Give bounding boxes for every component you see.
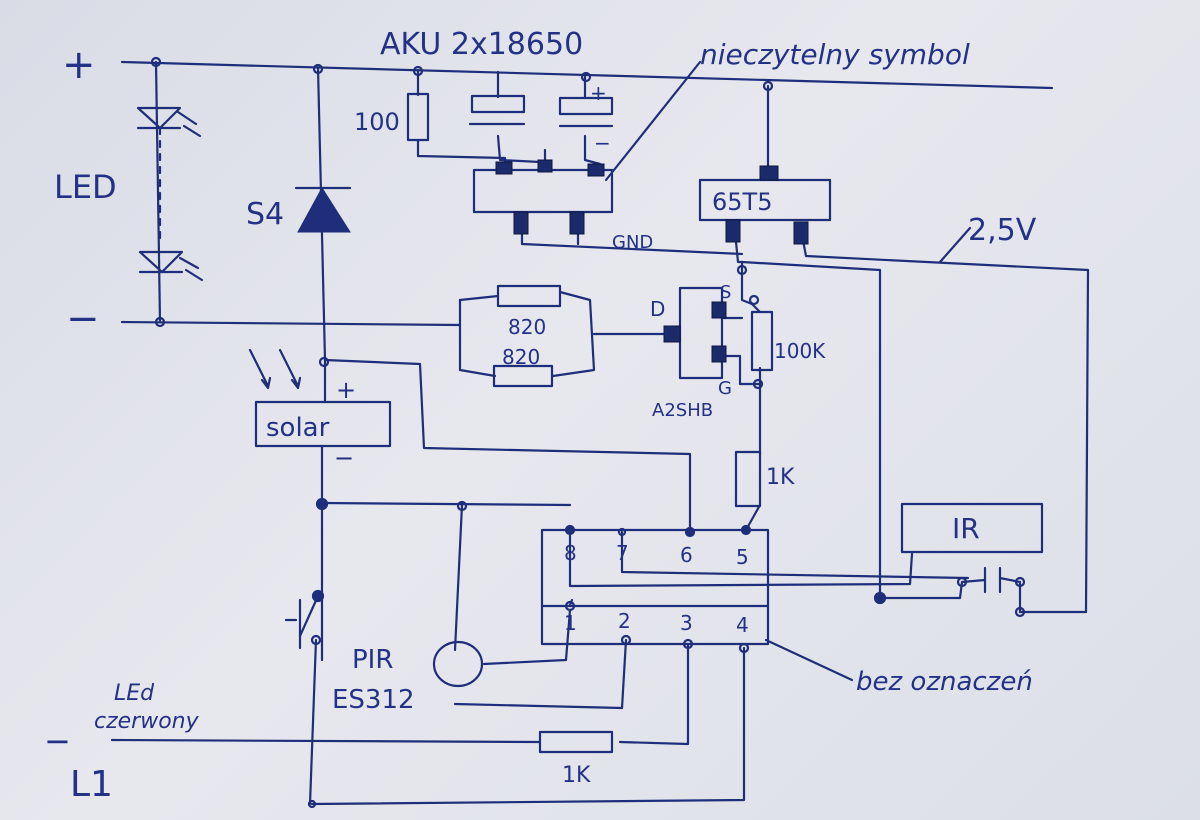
minus-rail-label: − xyxy=(66,296,100,342)
led-red-label-line2: czerwony xyxy=(94,709,200,734)
solar-minus-label: − xyxy=(334,444,354,472)
gnd-label: GND xyxy=(612,232,653,253)
s4-label: S4 xyxy=(246,197,284,232)
resistor-1k-b xyxy=(538,730,614,754)
pin5-label: 5 xyxy=(736,545,749,569)
resistor-100 xyxy=(406,92,430,142)
battery-plus-label: + xyxy=(590,81,607,105)
l1-minus-label: − xyxy=(44,722,71,760)
battery-icon xyxy=(468,94,614,128)
led-icon xyxy=(136,106,204,282)
resistor-820-a xyxy=(496,284,562,308)
pin4-label: 4 xyxy=(736,613,749,637)
ir-label: IR xyxy=(952,512,980,545)
battery-minus-label: − xyxy=(594,131,611,155)
resistor-100-label: 100 xyxy=(354,108,400,136)
pin1-label: 1 xyxy=(564,611,577,635)
l1-label: L1 xyxy=(70,764,113,805)
unreadable-label: nieczytelny symbol xyxy=(700,38,970,71)
solar-panel xyxy=(248,348,392,448)
switch-icon xyxy=(284,598,302,650)
pin7-label: 7 xyxy=(616,541,629,565)
pin6-label: 6 xyxy=(680,543,693,567)
resistor-1k-a xyxy=(734,450,762,508)
pin-s-label: S xyxy=(720,282,731,303)
pir-label: PIR xyxy=(352,645,393,675)
ic-8pin xyxy=(540,528,770,646)
v25-label: 2,5V xyxy=(968,213,1037,248)
aku-label: AKU 2x18650 xyxy=(380,27,583,62)
fet-label: A2SHB xyxy=(652,400,713,421)
pin-g-label: G xyxy=(718,378,732,399)
ir-module xyxy=(900,502,1044,554)
led-label: LED xyxy=(54,168,117,206)
resistor-820b-label: 820 xyxy=(502,345,540,369)
pin-d-label: D xyxy=(650,297,665,321)
pir-sensor xyxy=(432,640,484,688)
resistor-820a-label: 820 xyxy=(508,315,546,339)
resistor-100k-label: 100K xyxy=(774,339,826,363)
es312-label: ES312 xyxy=(332,685,415,715)
led-red-label-line1: LEd xyxy=(114,681,155,706)
resistor-1k-b-label: 1K xyxy=(562,763,591,788)
resistor-1k-a-label: 1K xyxy=(766,465,795,490)
pin2-label: 2 xyxy=(618,609,631,633)
plus-rail-label: + xyxy=(62,42,96,88)
pin8-label: 8 xyxy=(564,541,577,565)
solar-plus-label: + xyxy=(336,376,356,404)
resistor-820-b xyxy=(492,364,554,388)
diode-icon xyxy=(294,186,352,233)
pin3-label: 3 xyxy=(680,611,693,635)
bez-oznaczen-label: bez oznaczeń xyxy=(856,667,1033,697)
chip-65t5-label: 65T5 xyxy=(712,188,772,216)
solar-label: solar xyxy=(266,413,330,443)
junctions xyxy=(150,56,1026,809)
resistor-100k xyxy=(750,310,774,372)
